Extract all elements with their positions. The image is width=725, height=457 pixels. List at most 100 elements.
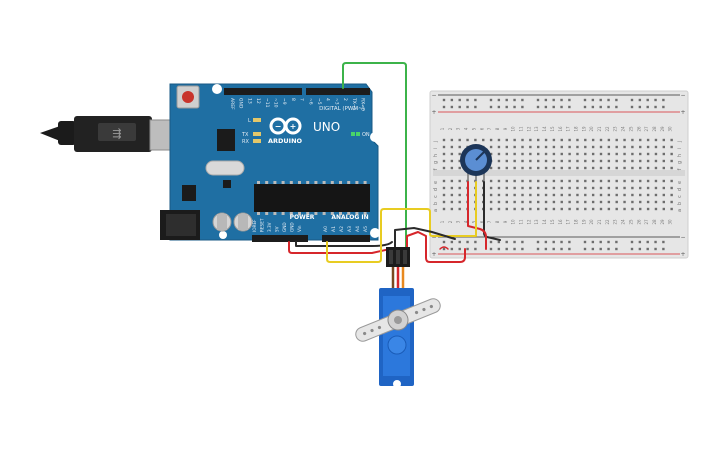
terminal-hole[interactable] (544, 179, 548, 183)
terminal-hole[interactable] (568, 200, 571, 204)
terminal-hole[interactable] (576, 138, 579, 142)
terminal-hole[interactable] (615, 159, 618, 163)
terminal-hole[interactable] (442, 166, 446, 170)
terminal-hole[interactable] (662, 207, 665, 211)
terminal-hole[interactable] (623, 152, 626, 156)
terminal-hole[interactable] (521, 193, 524, 197)
terminal-hole[interactable] (560, 207, 563, 211)
rail-hole[interactable] (552, 98, 555, 102)
rail-hole[interactable] (442, 240, 446, 244)
analog-header[interactable] (322, 235, 370, 242)
terminal-hole[interactable] (654, 193, 658, 197)
rail-hole[interactable] (599, 240, 602, 244)
rail-hole[interactable] (450, 240, 454, 244)
rail-hole[interactable] (505, 247, 508, 251)
terminal-hole[interactable] (599, 145, 603, 149)
wire-red-servo-to-rail[interactable] (406, 231, 466, 263)
terminal-hole[interactable] (497, 159, 501, 163)
terminal-hole[interactable] (639, 193, 642, 197)
terminal-hole[interactable] (505, 186, 508, 190)
terminal-hole[interactable] (646, 186, 650, 190)
terminal-hole[interactable] (497, 152, 501, 156)
terminal-hole[interactable] (442, 200, 446, 204)
terminal-hole[interactable] (576, 166, 579, 170)
terminal-hole[interactable] (568, 145, 571, 149)
terminal-hole[interactable] (639, 145, 642, 149)
terminal-hole[interactable] (615, 207, 618, 211)
terminal-hole[interactable] (623, 138, 626, 142)
terminal-hole[interactable] (474, 138, 477, 142)
rail-hole[interactable] (466, 98, 469, 102)
terminal-hole[interactable] (529, 145, 532, 149)
rail-hole[interactable] (599, 247, 602, 251)
terminal-hole[interactable] (521, 200, 524, 204)
terminal-hole[interactable] (646, 179, 650, 183)
terminal-hole[interactable] (560, 200, 563, 204)
rail-hole[interactable] (615, 247, 618, 251)
terminal-hole[interactable] (544, 207, 548, 211)
terminal-hole[interactable] (591, 138, 595, 142)
rail-hole[interactable] (568, 247, 571, 251)
rail-hole[interactable] (599, 98, 602, 102)
rail-hole[interactable] (505, 105, 508, 109)
terminal-hole[interactable] (631, 166, 634, 170)
terminal-hole[interactable] (497, 193, 501, 197)
rail-hole[interactable] (552, 105, 555, 109)
terminal-hole[interactable] (489, 200, 493, 204)
terminal-hole[interactable] (544, 152, 548, 156)
wire-red-pot-5v[interactable] (467, 181, 487, 250)
rail-hole[interactable] (599, 105, 602, 109)
terminal-hole[interactable] (584, 200, 587, 204)
terminal-hole[interactable] (458, 152, 461, 156)
rail-hole[interactable] (630, 105, 634, 109)
terminal-hole[interactable] (576, 200, 579, 204)
terminal-hole[interactable] (552, 179, 556, 183)
terminal-hole[interactable] (631, 193, 634, 197)
terminal-hole[interactable] (599, 186, 603, 190)
terminal-hole[interactable] (568, 193, 571, 197)
terminal-hole[interactable] (662, 166, 665, 170)
terminal-hole[interactable] (631, 207, 634, 211)
terminal-hole[interactable] (544, 193, 548, 197)
terminal-hole[interactable] (631, 152, 634, 156)
rail-hole[interactable] (513, 105, 516, 109)
terminal-hole[interactable] (497, 186, 501, 190)
terminal-hole[interactable] (450, 138, 454, 142)
terminal-hole[interactable] (513, 186, 516, 190)
rail-hole[interactable] (513, 247, 516, 251)
rail-hole[interactable] (466, 240, 469, 244)
rail-hole[interactable] (638, 247, 642, 251)
terminal-hole[interactable] (623, 159, 626, 163)
terminal-hole[interactable] (646, 159, 650, 163)
terminal-hole[interactable] (450, 207, 454, 211)
terminal-hole[interactable] (607, 166, 611, 170)
rail-hole[interactable] (521, 105, 524, 109)
rail-hole[interactable] (505, 240, 508, 244)
terminal-hole[interactable] (623, 145, 626, 149)
terminal-hole[interactable] (513, 166, 516, 170)
rail-hole[interactable] (654, 247, 657, 251)
terminal-hole[interactable] (584, 186, 587, 190)
terminal-hole[interactable] (639, 138, 642, 142)
terminal-hole[interactable] (521, 179, 524, 183)
terminal-hole[interactable] (576, 207, 579, 211)
rail-hole[interactable] (662, 240, 665, 244)
terminal-hole[interactable] (544, 186, 548, 190)
terminal-hole[interactable] (513, 138, 516, 142)
terminal-hole[interactable] (552, 186, 556, 190)
terminal-hole[interactable] (670, 179, 673, 183)
terminal-hole[interactable] (450, 193, 454, 197)
terminal-hole[interactable] (591, 179, 595, 183)
rail-hole[interactable] (450, 105, 454, 109)
terminal-hole[interactable] (568, 166, 571, 170)
terminal-hole[interactable] (537, 179, 540, 183)
terminal-hole[interactable] (521, 145, 524, 149)
terminal-hole[interactable] (537, 152, 540, 156)
terminal-hole[interactable] (513, 145, 516, 149)
terminal-hole[interactable] (560, 166, 563, 170)
terminal-hole[interactable] (623, 179, 626, 183)
terminal-hole[interactable] (662, 193, 665, 197)
terminal-hole[interactable] (450, 145, 454, 149)
power-jack[interactable] (160, 210, 200, 240)
terminal-hole[interactable] (497, 200, 501, 204)
